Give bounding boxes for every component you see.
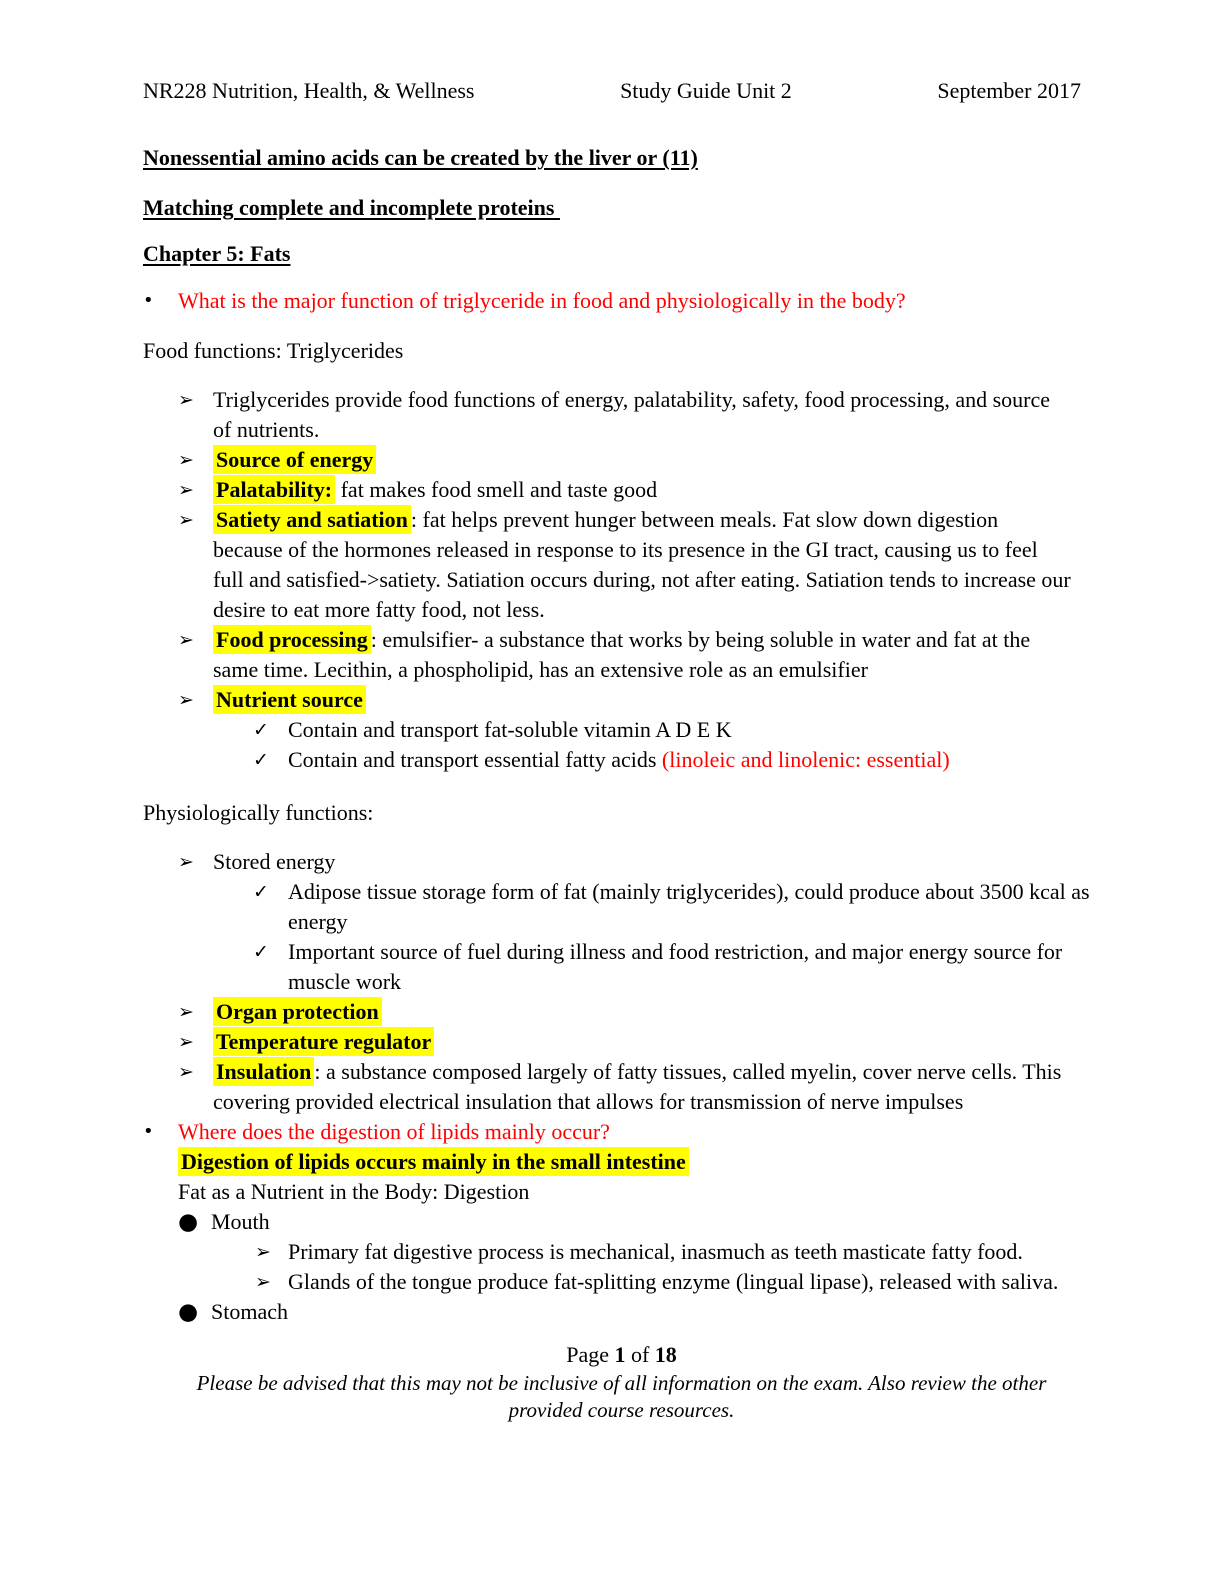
list-item-organ-protection: ➢ Organ protection [178,997,1100,1027]
list-item-insulation: ➢ Insulation: a substance composed large… [178,1057,1100,1117]
check-item-efa-text: Contain and transport essential fatty ac… [288,747,662,772]
check-item-adipose-text: Adipose tissue storage form of fat (main… [288,879,1090,934]
check-item-fuel-text: Important source of fuel during illness … [288,939,1063,994]
round-bullet-icon: • [143,1121,154,1142]
highlighted-term: Food processing [213,625,371,654]
list-item-source-of-energy: ➢ Source of energy [178,445,1100,475]
highlighted-term: Palatability: [213,475,336,504]
check-bullet-icon: ✓ [253,719,269,741]
term-description: fat makes food smell and taste good [335,477,658,502]
page-footer: Page 1 of 18 Please be advised that this… [143,1340,1100,1424]
list-item-intro-text: Triglycerides provide food functions of … [213,387,1051,442]
sub-item-mechanical-text: Primary fat digestive process is mechani… [288,1239,1023,1264]
arrow-bullet-icon: ➢ [255,1271,271,1293]
check-item-essential-fatty-acids: ✓ Contain and transport essential fatty … [253,745,1100,775]
of-word: of [630,1342,650,1367]
highlighted-term: Temperature regulator [213,1027,435,1056]
highlighted-term: Nutrient source [213,685,366,714]
check-item-fuel: ✓ Important source of fuel during illnes… [253,937,1100,997]
footer-disclaimer: Please be advised that this may not be i… [196,1371,1047,1422]
page-header: NR228 Nutrition, Health, & Wellness Stud… [143,76,1100,106]
physiological-functions-title: Physiologically functions: [143,800,374,825]
highlighted-term: Source of energy [213,445,377,474]
check-bullet-icon: ✓ [253,881,269,903]
arrow-bullet-icon: ➢ [178,1031,194,1053]
digestion-title: Fat as a Nutrient in the Body: Digestion [178,1179,530,1204]
page-word: Page [566,1342,609,1367]
total-pages: 18 [654,1342,677,1367]
highlighted-term: Insulation [213,1057,315,1086]
food-functions-title: Food functions: Triglycerides [143,338,404,363]
heading-chapter-5-fats: Chapter 5: Fats [143,241,291,266]
highlighted-term: Organ protection [213,997,382,1026]
sub-item-mechanical: ➢ Primary fat digestive process is mecha… [255,1237,1100,1267]
check-item-efa-red-note: (linoleic and linolenic: essential) [661,747,950,772]
check-bullet-icon: ✓ [253,941,269,963]
check-item-vitamins: ✓ Contain and transport fat-soluble vita… [253,715,1100,745]
term-description: : a substance composed largely of fatty … [213,1059,1062,1114]
big-dot-bullet-icon: ● [178,1299,199,1325]
check-bullet-icon: ✓ [253,749,269,771]
sub-item-lingual-lipase-text: Glands of the tongue produce fat-splitti… [288,1269,1059,1294]
question-1: • What is the major function of triglyce… [143,286,1100,316]
heading-nonessential-amino-acids: Nonessential amino acids can be created … [143,145,698,170]
list-item-food-processing: ➢ Food processing: emulsifier- a substan… [178,625,1100,685]
sub-item-lingual-lipase: ➢ Glands of the tongue produce fat-split… [255,1267,1100,1297]
arrow-bullet-icon: ➢ [178,1061,194,1083]
list-item-stored-energy: ➢ Stored energy [178,847,1100,877]
arrow-bullet-icon: ➢ [178,629,194,651]
term-description: : fat helps prevent hunger between meals… [213,507,1071,622]
arrow-bullet-icon: ➢ [178,509,194,531]
arrow-bullet-icon: ➢ [178,389,194,411]
list-item-nutrient-source: ➢ Nutrient source [178,685,1100,715]
question-2-answer: Digestion of lipids occurs mainly in the… [178,1147,1100,1177]
arrow-bullet-icon: ➢ [178,851,194,873]
question-2: • Where does the digestion of lipids mai… [143,1117,1100,1147]
question-2-text: Where does the digestion of lipids mainl… [178,1119,610,1144]
big-dot-bullet-icon: ● [178,1209,199,1235]
arrow-bullet-icon: ➢ [178,449,194,471]
header-date: September 2017 [937,78,1081,103]
question-1-text: What is the major function of triglyceri… [178,288,906,313]
list-item-satiety: ➢ Satiety and satiation: fat helps preve… [178,505,1100,625]
arrow-bullet-icon: ➢ [178,479,194,501]
check-item-adipose: ✓ Adipose tissue storage form of fat (ma… [253,877,1100,937]
term-description: : emulsifier- a substance that works by … [213,627,1031,682]
check-item-vitamins-text: Contain and transport fat-soluble vitami… [288,717,732,742]
list-item-intro: ➢ Triglycerides provide food functions o… [178,385,1100,445]
header-title: Study Guide Unit 2 [620,78,792,103]
list-item-stored-energy-text: Stored energy [213,849,336,874]
list-item-stomach-text: Stomach [211,1299,288,1324]
arrow-bullet-icon: ➢ [255,1241,271,1263]
list-item-palatability: ➢ Palatability: fat makes food smell and… [178,475,1100,505]
list-item-mouth: ● Mouth [178,1207,1100,1237]
header-course: NR228 Nutrition, Health, & Wellness [143,78,475,103]
arrow-bullet-icon: ➢ [178,689,194,711]
highlighted-term: Satiety and satiation [213,505,411,534]
page-number-line: Page 1 of 18 [143,1340,1100,1370]
round-bullet-icon: • [143,290,154,311]
heading-matching-proteins: Matching complete and incomplete protein… [143,195,560,220]
arrow-bullet-icon: ➢ [178,1001,194,1023]
list-item-stomach: ● Stomach [178,1297,1100,1327]
page-number: 1 [614,1342,626,1367]
list-item-mouth-text: Mouth [211,1209,270,1234]
list-item-temperature-regulator: ➢ Temperature regulator [178,1027,1100,1057]
highlighted-answer: Digestion of lipids occurs mainly in the… [178,1147,689,1176]
